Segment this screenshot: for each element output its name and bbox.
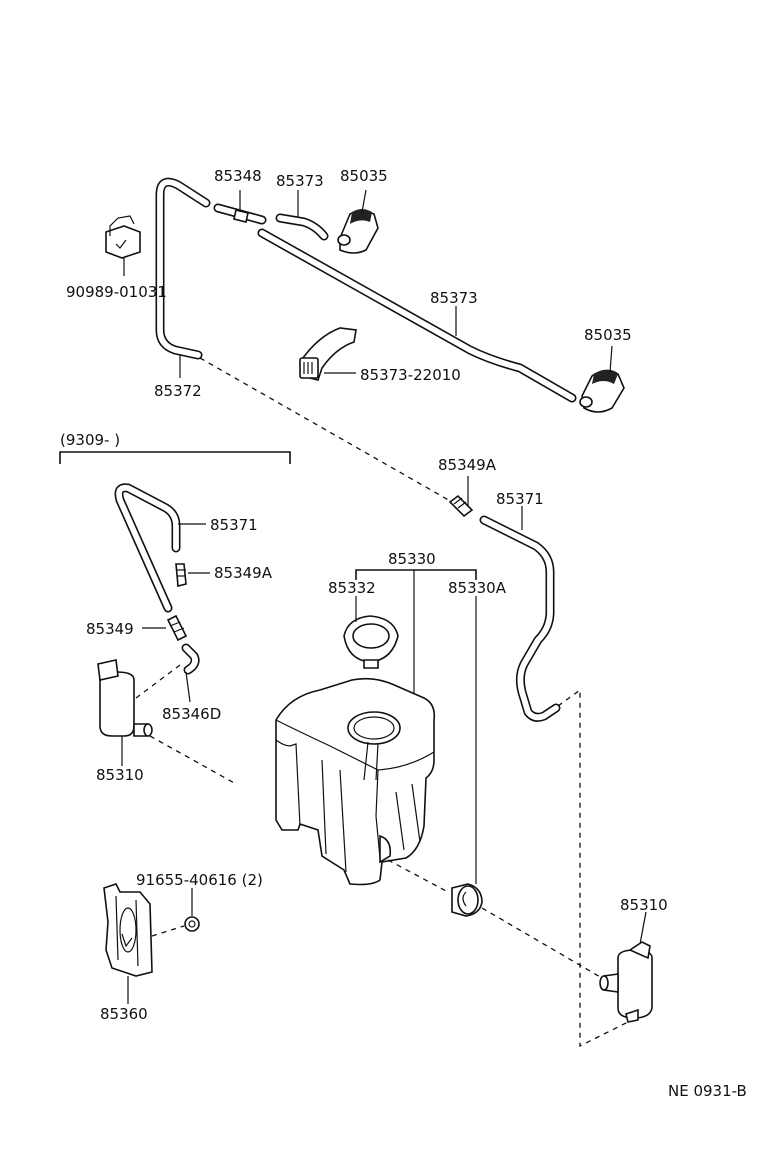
hose-85373-long (257, 228, 577, 403)
label-85360: 85360 (100, 1005, 148, 1023)
label-85035-right: 85035 (584, 326, 632, 344)
label-85371-right: 85371 (496, 490, 544, 508)
connector-85349 (142, 614, 188, 642)
nozzle-85035-top (337, 189, 379, 254)
date-bracket (59, 451, 291, 464)
label-91655-40616: 91655-40616 (2) (136, 871, 263, 889)
label-85349A-left: 85349A (214, 564, 273, 582)
label-85371-left: 85371 (210, 516, 258, 534)
label-85348: 85348 (214, 167, 262, 185)
nut-91655-40616 (151, 888, 200, 937)
grommet-85330A (451, 596, 483, 917)
pump-bracket-85360 (103, 883, 153, 1004)
nozzle-85035-right (579, 345, 625, 413)
clip-90989-01031 (105, 215, 141, 276)
label-85349: 85349 (86, 620, 134, 638)
clamp-85373-22010 (299, 327, 357, 381)
cap-85332 (343, 596, 399, 669)
hose-85371-left (114, 483, 206, 613)
washer-pump-85310-left (97, 659, 153, 766)
diagram-code: NE 0931-B (668, 1082, 747, 1100)
hose-85373-short (275, 190, 329, 241)
label-85373-top: 85373 (276, 172, 324, 190)
label-85373-22010: 85373-22010 (360, 366, 461, 384)
hose-85371-right (479, 506, 561, 722)
label-90989-01031: 90989-01031 (66, 283, 167, 301)
label-85372: 85372 (154, 382, 202, 400)
elbow-85346D (181, 643, 200, 703)
washer-pump-85310-right (599, 911, 653, 1023)
label-85349A-right: 85349A (438, 456, 497, 474)
label-85310-left: 85310 (96, 766, 144, 784)
label-85035-top: 85035 (340, 167, 388, 185)
connector-85349A-right (448, 476, 474, 518)
label-85373-mid: 85373 (430, 289, 478, 307)
tank-label-bracket (355, 569, 477, 708)
label-85310-right: 85310 (620, 896, 668, 914)
hose-85372 (155, 177, 211, 378)
label-85346D: 85346D (162, 705, 221, 723)
washer-tank-85330 (275, 677, 436, 886)
label-date-range: (9309- ) (60, 431, 120, 449)
label-85330: 85330 (388, 550, 436, 568)
connector-85349A-left (175, 563, 210, 588)
label-85330A: 85330A (448, 579, 507, 597)
connector-85348 (213, 190, 267, 225)
label-85332: 85332 (328, 579, 376, 597)
